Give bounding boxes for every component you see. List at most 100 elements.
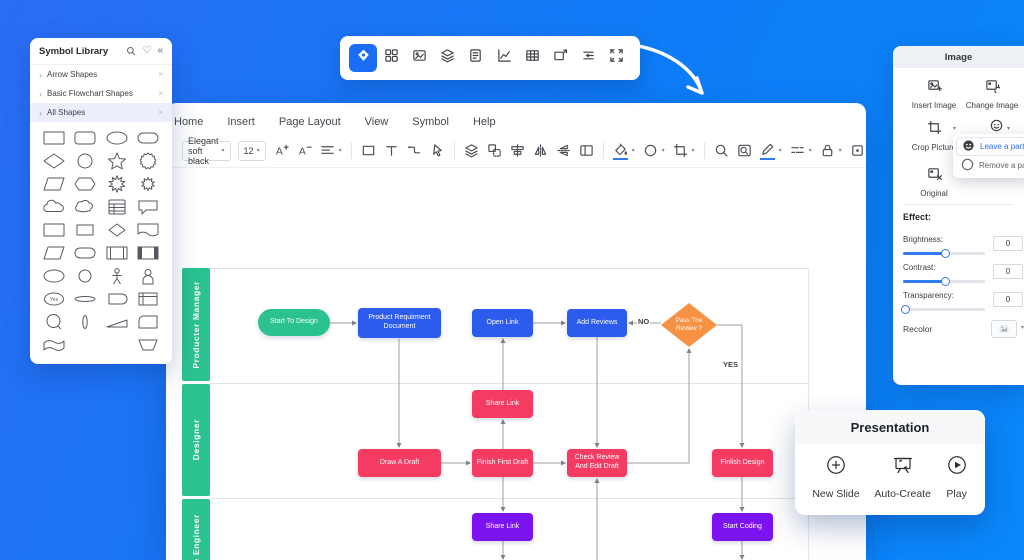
shape-wedge[interactable]	[101, 312, 133, 332]
floating-style-fill-tool-button[interactable]	[349, 44, 377, 72]
change-image-button[interactable]: Change Image	[961, 78, 1023, 110]
connector-tool-button[interactable]	[406, 141, 423, 160]
shape-ellipse[interactable]	[38, 266, 70, 286]
auto-create-button[interactable]: Auto-Create	[874, 454, 931, 500]
text-align-button[interactable]: ▾	[319, 141, 343, 160]
container-layout-button[interactable]	[578, 141, 595, 160]
floating-align-text-button[interactable]	[575, 44, 603, 72]
pointer-tool-button[interactable]	[429, 141, 446, 160]
transparency-slider[interactable]	[901, 304, 985, 314]
node-finish-first-draft[interactable]: Finish First Draft	[472, 449, 533, 477]
shape-bust[interactable]	[133, 266, 165, 286]
symbol-category-arrow-shapes[interactable]: ›Arrow Shapes×	[39, 69, 163, 80]
shape-trapezoid[interactable]	[133, 335, 165, 355]
node-draw-a-draft[interactable]: Draw A Draft	[358, 449, 441, 477]
search-icon[interactable]	[126, 46, 136, 56]
insert-text-button[interactable]	[383, 141, 400, 160]
slider-thumb[interactable]	[941, 248, 951, 258]
node-share-link-purple[interactable]: Share Link	[472, 513, 533, 541]
shape-thin-ellipse[interactable]	[70, 289, 102, 309]
brightness-value[interactable]: 0	[993, 236, 1023, 251]
node-check-review[interactable]: Check Review And Edit Draft	[567, 449, 627, 477]
swimlane-header-designer[interactable]: Designer	[182, 384, 210, 496]
symbol-category-basic-flowchart-shapes[interactable]: ›Basic Flowchart Shapes×	[39, 88, 163, 99]
node-start[interactable]: Start To Design	[258, 309, 330, 336]
shape-oval[interactable]	[133, 128, 165, 148]
shape-ellipse[interactable]	[101, 128, 133, 148]
collapse-chevrons-icon[interactable]: «	[157, 45, 163, 56]
shape-diamond-sm[interactable]	[101, 220, 133, 240]
shape-document[interactable]	[133, 220, 165, 240]
node-pass-review[interactable]: Pass The Review ?	[661, 303, 717, 347]
shape-card[interactable]	[133, 312, 165, 332]
menu-help[interactable]: Help	[472, 116, 496, 128]
shape-circle-sm[interactable]	[70, 266, 102, 286]
transparency-value[interactable]: 0	[993, 292, 1023, 307]
shape-predefined-dark[interactable]	[133, 243, 165, 263]
keep-part-dropdown[interactable]: ▾	[989, 118, 1010, 138]
shape-burst[interactable]	[101, 174, 133, 194]
shape-parallelogram[interactable]	[38, 243, 70, 263]
shape-lens[interactable]	[70, 312, 102, 332]
font-family-select[interactable]: Elegant soft black ▾	[182, 136, 231, 166]
line-color-button[interactable]: ▾	[759, 140, 783, 162]
shape-table-shape[interactable]	[101, 197, 133, 217]
flip-vertical-button[interactable]	[532, 141, 549, 160]
zoom-tool-button[interactable]	[713, 141, 730, 160]
shape-star[interactable]	[101, 151, 133, 171]
increase-font-size-button[interactable]: A	[273, 141, 290, 160]
shape-rect-sm[interactable]	[70, 220, 102, 240]
menu-page-layout[interactable]: Page Layout	[278, 116, 341, 128]
menu-symbol[interactable]: Symbol	[412, 116, 449, 128]
node-prd[interactable]: Product Requirment Document	[358, 308, 441, 338]
favorite-heart-icon[interactable]: ♡	[142, 45, 152, 56]
shape-stadium[interactable]	[70, 243, 102, 263]
shape-delay[interactable]	[101, 289, 133, 309]
contrast-value[interactable]: 0	[993, 264, 1023, 279]
swimlane-header-producter-manager[interactable]: Producter Manager	[182, 268, 210, 381]
shape-predefined[interactable]	[101, 243, 133, 263]
shape-rounded-rect[interactable]	[70, 128, 102, 148]
menu-view[interactable]: View	[364, 116, 389, 128]
shape-person[interactable]	[101, 266, 133, 286]
insert-image-button[interactable]: Insert Image	[903, 78, 965, 110]
shape-hexagon[interactable]	[70, 174, 102, 194]
lock-tool-button[interactable]: ▾	[819, 141, 843, 160]
floating-layers-button[interactable]	[434, 44, 462, 72]
original-button[interactable]: Original	[903, 166, 965, 198]
shape-circle-tail[interactable]	[38, 312, 70, 332]
menu-insert[interactable]: Insert	[227, 116, 255, 128]
floating-insert-table-button[interactable]	[518, 44, 546, 72]
chevron-down-icon[interactable]: ▾	[1021, 325, 1024, 331]
shape-circle[interactable]	[70, 151, 102, 171]
shape-flag[interactable]	[38, 335, 70, 355]
node-share-link-red[interactable]: Share Link	[472, 390, 533, 418]
insert-shape-button[interactable]	[360, 141, 377, 160]
line-style-button[interactable]: ▾	[789, 141, 813, 160]
close-icon[interactable]: ×	[158, 108, 163, 117]
shape-diamond[interactable]	[38, 151, 70, 171]
node-add-reviews-1[interactable]: Add Reviews	[567, 309, 627, 337]
floating-arrange-expand-button[interactable]	[603, 44, 631, 72]
shape-yes-ellipse[interactable]: Yes	[38, 289, 70, 309]
node-finlish-design[interactable]: Finlish Design	[712, 449, 773, 477]
menu-home[interactable]: Home	[174, 116, 204, 128]
shape-speech-bubble[interactable]	[133, 197, 165, 217]
symbol-category-all-shapes[interactable]: ›All Shapes×	[30, 103, 172, 122]
shape-burst-sm[interactable]	[133, 174, 165, 194]
popup-item-leave-a-part[interactable]: Leave a part	[956, 137, 1024, 156]
close-icon[interactable]: ×	[158, 70, 163, 79]
contrast-slider[interactable]	[903, 276, 985, 286]
shape-parallelogram[interactable]	[38, 174, 70, 194]
slider-thumb[interactable]	[901, 304, 910, 314]
floating-replace-image-button[interactable]	[547, 44, 575, 72]
shape-seal[interactable]	[133, 151, 165, 171]
shape-rect[interactable]	[38, 128, 70, 148]
new-slide-button[interactable]: New Slide	[812, 454, 860, 500]
node-open-link-1[interactable]: Open Link	[472, 309, 533, 337]
brightness-slider[interactable]	[903, 248, 985, 258]
decrease-font-size-button[interactable]: A	[296, 141, 313, 160]
shape-rect[interactable]	[38, 220, 70, 240]
node-start-coding[interactable]: Start Coding	[712, 513, 773, 541]
